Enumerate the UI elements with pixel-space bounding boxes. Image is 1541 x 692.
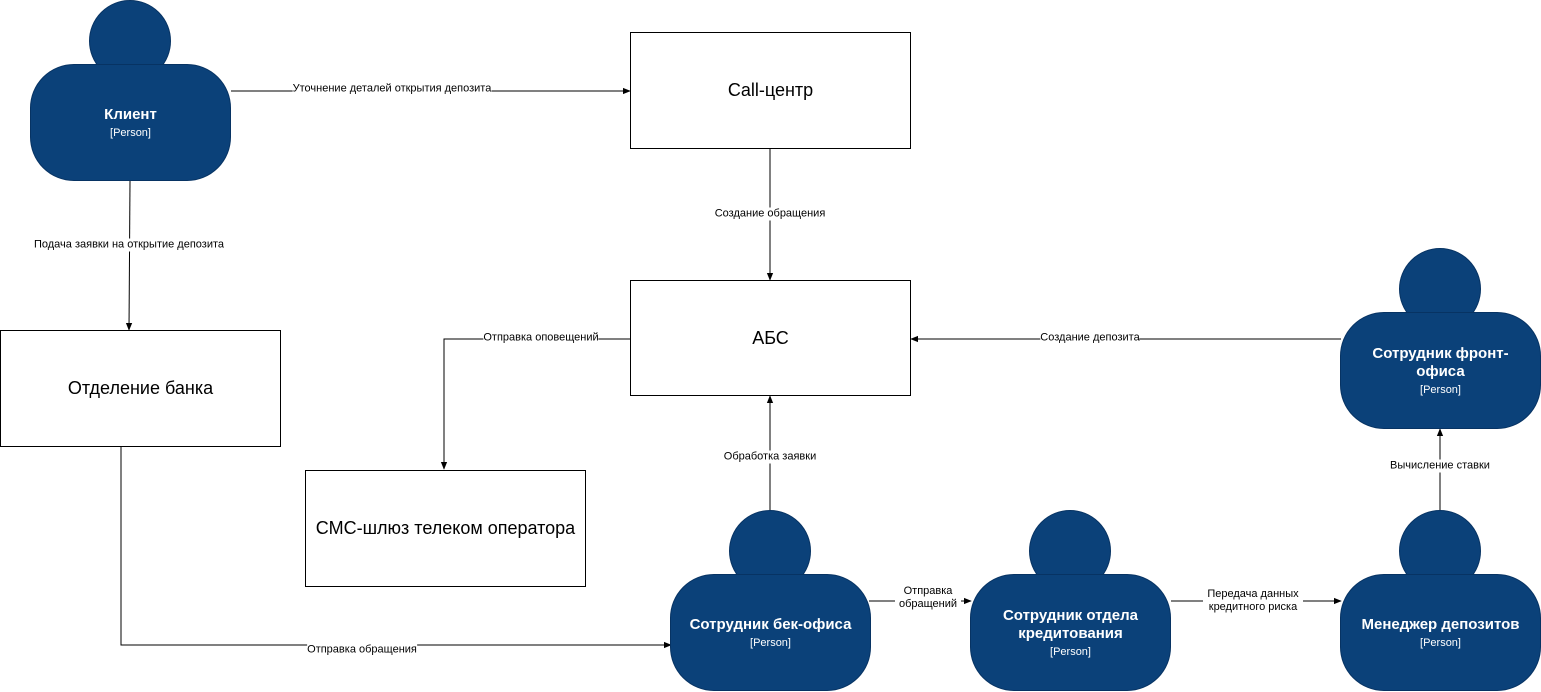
person-type: [Person] [1050, 645, 1091, 658]
person-client[interactable]: Клиент [Person] [30, 0, 231, 181]
edge-label-manager-front: Вычисление ставки [1390, 459, 1490, 473]
person-body: Менеджер депозитов [Person] [1340, 574, 1541, 691]
edge-label-client-callcenter: Уточнение деталей открытия депозита [292, 82, 492, 96]
edge-label-back-credit: Отправка обращений [895, 585, 961, 611]
edge-label-credit-manager: Передача данных кредитного риска [1203, 588, 1303, 614]
person-type: [Person] [110, 126, 151, 139]
person-name: Сотрудник отдела кредитования [1002, 606, 1139, 642]
person-body: Клиент [Person] [30, 64, 231, 181]
edge-label-front-abs: Создание депозита [1040, 331, 1140, 345]
person-body: Сотрудник бек-офиса [Person] [670, 574, 871, 691]
person-name: Менеджер депозитов [1361, 615, 1520, 633]
edge-client-branch [125, 180, 133, 331]
person-type: [Person] [750, 636, 791, 649]
sms-gateway-label: СМС-шлюз телеком оператора [315, 518, 576, 538]
person-deposit-manager[interactable]: Менеджер депозитов [Person] [1340, 510, 1541, 691]
person-name: Сотрудник фронт-офиса [1372, 344, 1509, 380]
bank-branch-system[interactable]: Отделение банка [0, 330, 281, 447]
edge-label-callcenter-abs: Создание обращения [714, 207, 826, 221]
person-type: [Person] [1420, 636, 1461, 649]
call-center-label: Call-центр [727, 80, 814, 100]
abs-label: АБС [752, 327, 789, 348]
edge-label-client-branch: Подача заявки на открытие депозита [33, 238, 225, 252]
person-name: Сотрудник бек-офиса [689, 615, 852, 633]
edge-abs-sms [440, 338, 630, 470]
person-back-office[interactable]: Сотрудник бек-офиса [Person] [670, 510, 871, 691]
sms-gateway-system[interactable]: СМС-шлюз телеком оператора [305, 470, 586, 587]
person-type: [Person] [1420, 383, 1461, 396]
edge-label-back-abs: Обработка заявки [723, 450, 817, 464]
edge-label-abs-sms: Отправка оповещений [483, 331, 599, 345]
person-body: Сотрудник отдела кредитования [Person] [970, 574, 1171, 691]
edge-branch-back [120, 447, 672, 649]
person-name: Клиент [104, 105, 157, 123]
call-center-system[interactable]: Call-центр [630, 32, 911, 149]
abs-system[interactable]: АБС [630, 280, 911, 396]
person-front-office[interactable]: Сотрудник фронт-офиса [Person] [1340, 248, 1541, 429]
person-credit-dept[interactable]: Сотрудник отдела кредитования [Person] [970, 510, 1171, 691]
bank-branch-label: Отделение банка [67, 378, 214, 398]
edge-label-branch-back: Отправка обращения [307, 643, 417, 657]
person-body: Сотрудник фронт-офиса [Person] [1340, 312, 1541, 429]
